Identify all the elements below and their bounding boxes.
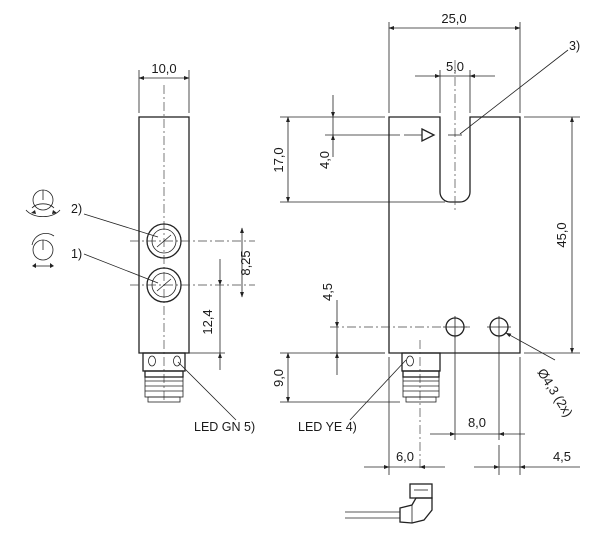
mounting-hole-2 [487,316,511,338]
dim-total-height: 45,0 [554,222,569,247]
label-led-yellow: LED YE 4) [298,420,357,434]
dim-slot-depth: 17,0 [271,147,286,172]
label-led-green: LED GN 5) [194,420,255,434]
dim-hole-offset: 4,5 [320,283,335,301]
dim-width-left: 10,0 [151,61,176,76]
beam-direction-arrow [421,127,436,143]
callout-1: 1) [71,247,82,261]
callout-3: 3) [569,39,580,53]
dim-pot-offset: 12,4 [200,309,215,334]
front-connector [401,340,441,470]
potentiometer-1 [146,267,182,303]
potentiometer-2 [146,223,182,259]
side-view: 10,0 8,25 12,4 2) 1) [25,61,255,434]
front-view: 25,0 5,0 3) 17,0 4,0 45,0 4,5 [271,11,580,475]
angled-cable-connector [345,483,433,524]
dim-connector-offset: 6,0 [396,449,414,464]
dim-connector-height: 9,0 [271,369,286,387]
dim-slot-width: 5,0 [446,59,464,74]
side-connector [142,352,186,403]
dim-pot-spacing: 8,25 [238,250,253,275]
dim-hole-spacing: 8,0 [468,415,486,430]
rotate-adjust-icon [25,189,61,218]
callout-2: 2) [71,202,82,216]
front-view-housing [388,116,521,354]
dim-beam-offset: 4,0 [317,151,332,169]
sensitivity-adjust-icon [31,232,55,268]
dim-width-right: 25,0 [441,11,466,26]
dim-hole-diameter: Ø4,3 (2x) [534,366,575,420]
dim-edge-offset: 4,5 [553,449,571,464]
